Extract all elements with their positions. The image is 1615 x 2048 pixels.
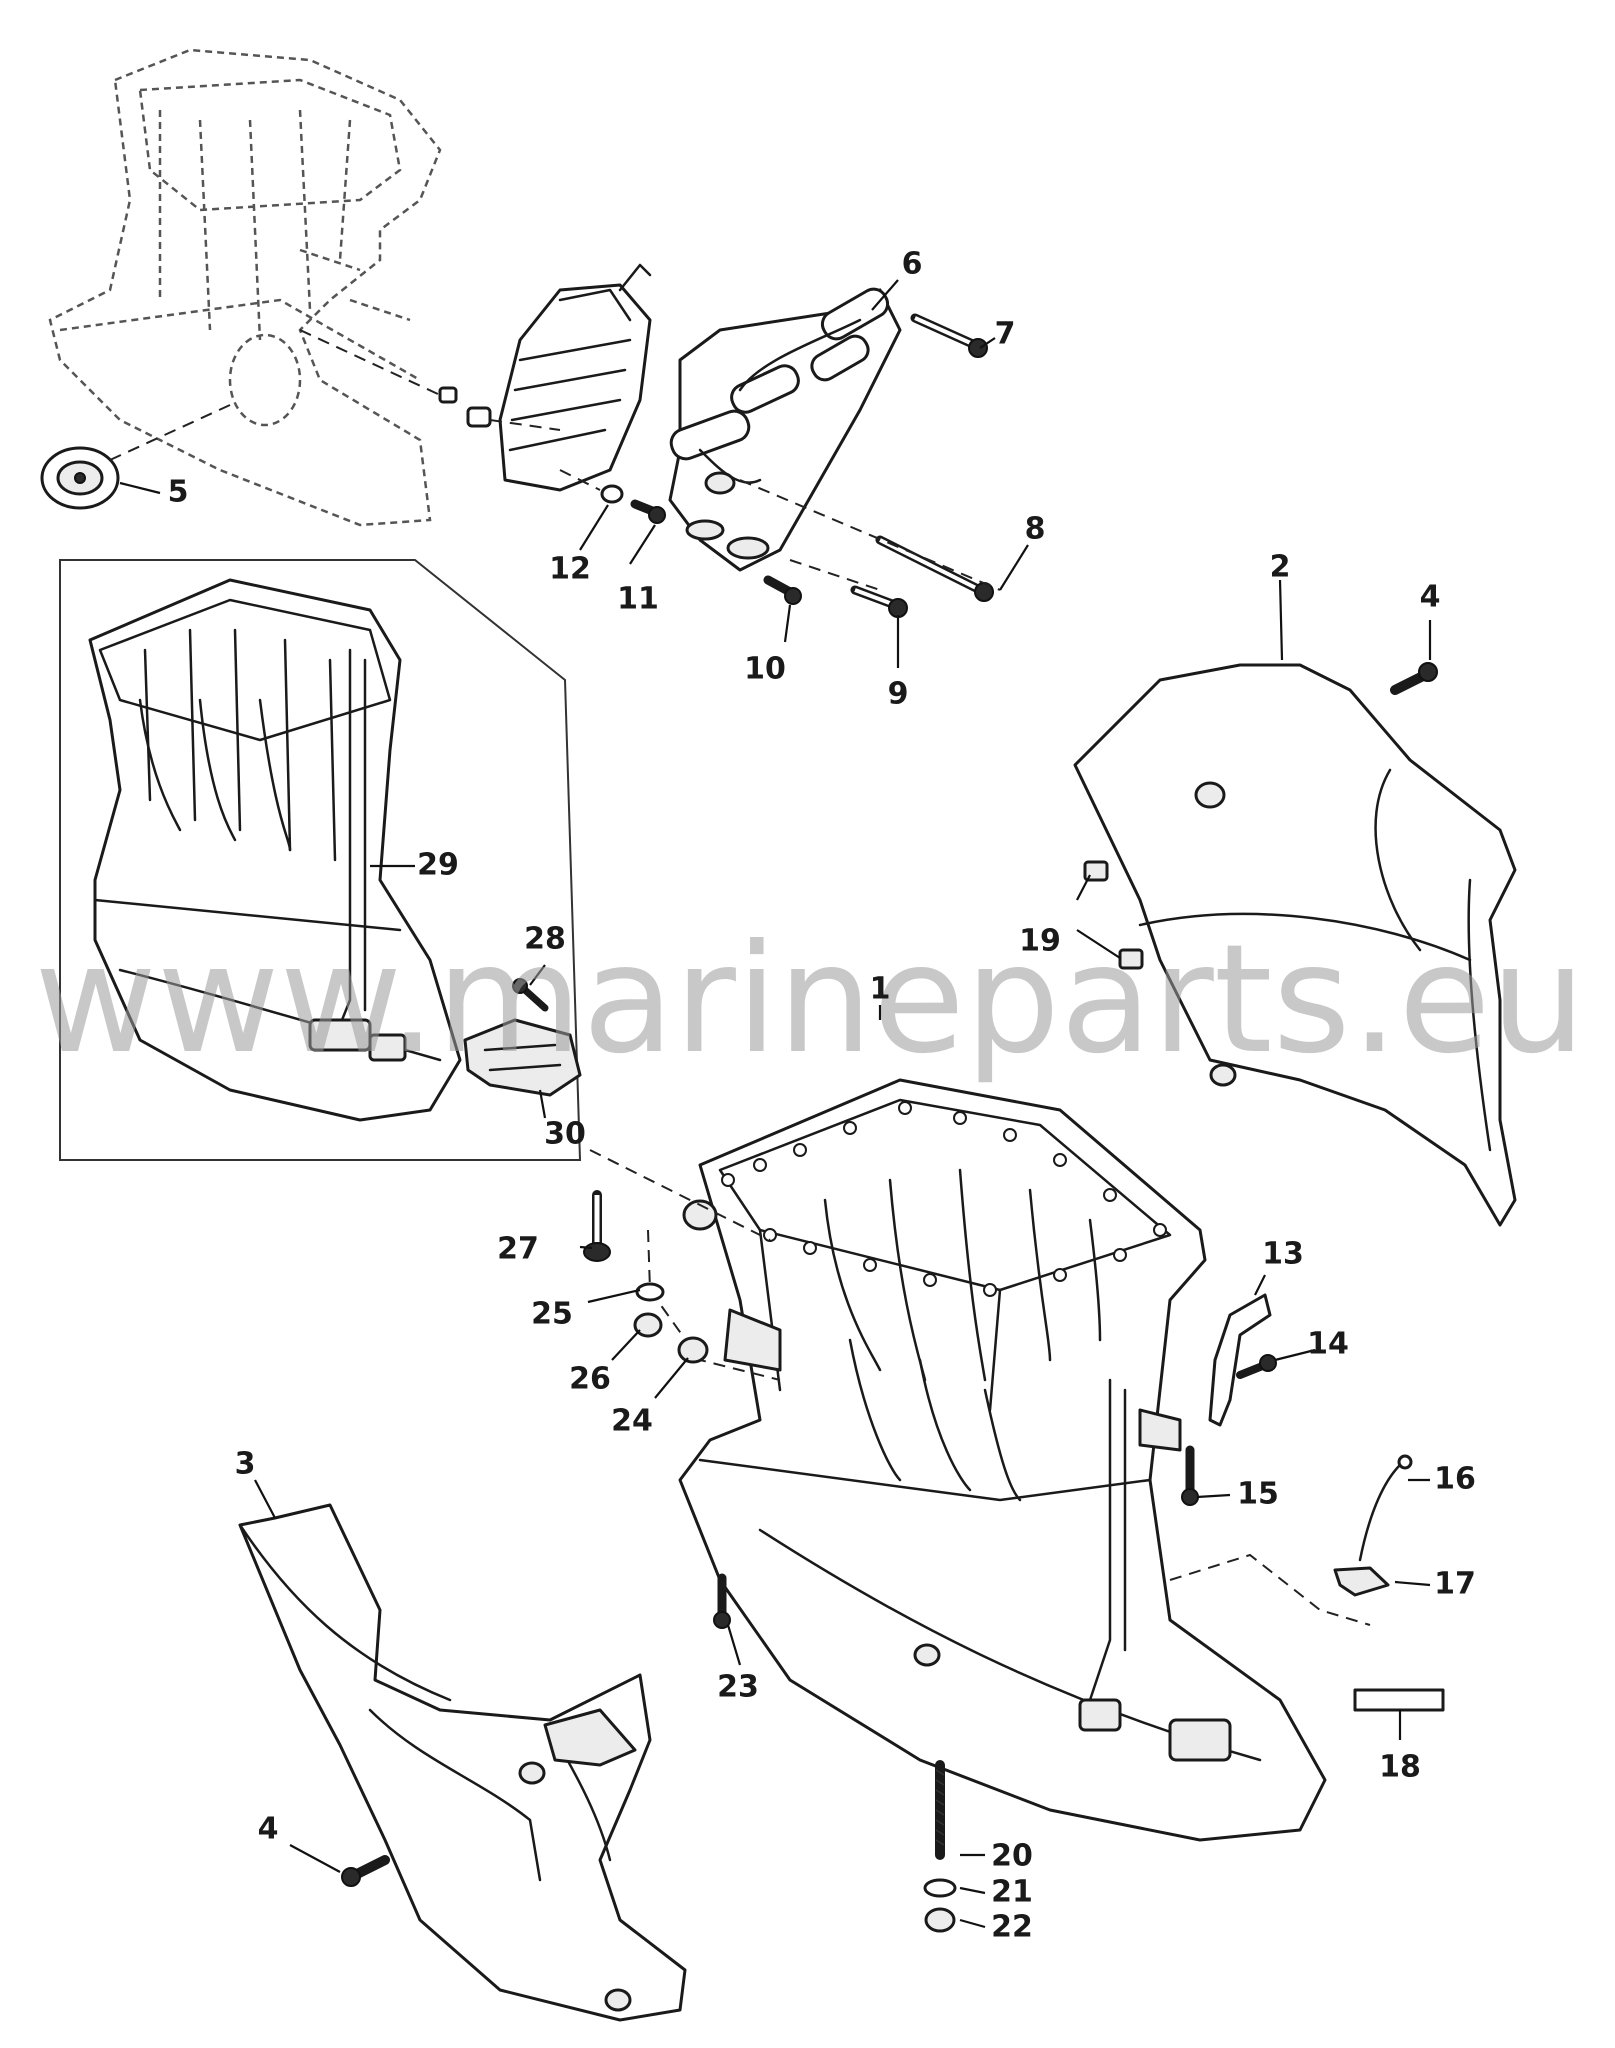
flange-hole: [953, 1111, 967, 1125]
callout-15: 15: [1237, 1477, 1279, 1512]
callout-16: 16: [1434, 1462, 1476, 1497]
part-20-stud[interactable]: [935, 1760, 945, 1860]
callout-27: 27: [497, 1232, 539, 1267]
callout-22: 22: [991, 1910, 1033, 1945]
part-3-side-cover[interactable]: [238, 1503, 687, 2022]
part-12-washer[interactable]: [600, 484, 624, 504]
flange-hole: [721, 1173, 735, 1187]
part-11-bolt[interactable]: [630, 499, 666, 524]
flange-hole: [763, 1228, 777, 1242]
flange-hole: [803, 1241, 817, 1255]
part-14-screw[interactable]: [1236, 1354, 1277, 1379]
callouts: 1 2 3 4 4 5 6 7 8 9 10 11 12 13 14 15 16…: [168, 247, 1476, 1945]
part-2-side-cover[interactable]: [1073, 663, 1517, 1227]
part-29-inset-housing[interactable]: [88, 578, 462, 1122]
flange-hole: [1153, 1223, 1167, 1237]
callout-21: 21: [991, 1875, 1033, 1910]
callout-30: 30: [544, 1117, 586, 1152]
flange-hole: [1113, 1248, 1127, 1262]
part-26-nut[interactable]: [633, 1312, 663, 1338]
main-housing-holes: [721, 1101, 1167, 1297]
callout-5: 5: [168, 475, 189, 510]
flange-hole: [1003, 1128, 1017, 1142]
callout-4a: 4: [1420, 580, 1441, 615]
part-7-bolt[interactable]: [910, 313, 988, 358]
callout-19: 19: [1019, 924, 1061, 959]
part-13-bracket[interactable]: [1208, 1293, 1272, 1427]
part-22-nut[interactable]: [924, 1907, 956, 1933]
callout-7: 7: [995, 317, 1016, 352]
part-9-bolt[interactable]: [850, 585, 908, 618]
callout-28: 28: [524, 922, 566, 957]
part-28-screw[interactable]: [512, 978, 549, 1012]
part-15-bolt[interactable]: [1181, 1445, 1199, 1506]
small-fittings: [438, 386, 492, 428]
callout-17: 17: [1434, 1567, 1476, 1602]
exhaust-adapter-part[interactable]: [498, 263, 652, 492]
callout-18: 18: [1379, 1750, 1421, 1785]
callout-9: 9: [888, 677, 909, 712]
callout-23: 23: [717, 1670, 759, 1705]
callout-26: 26: [569, 1362, 611, 1397]
callout-12: 12: [549, 552, 591, 587]
callout-25: 25: [531, 1297, 573, 1332]
callout-10: 10: [744, 652, 786, 687]
flange-hole: [1053, 1268, 1067, 1282]
flange-hole: [923, 1273, 937, 1287]
callout-29: 29: [417, 848, 459, 883]
part-5-plug[interactable]: [40, 446, 120, 510]
part-30-anode[interactable]: [463, 1018, 582, 1097]
part-24-grommet[interactable]: [677, 1336, 709, 1364]
callout-24: 24: [611, 1404, 653, 1439]
watermark-text: www.marineparts.eu: [34, 913, 1586, 1087]
part-4-screw-lower[interactable]: [341, 1855, 390, 1887]
part-27-bolt[interactable]: [583, 1190, 611, 1262]
part-21-washer[interactable]: [923, 1878, 957, 1898]
callout-1: 1: [870, 972, 891, 1007]
flange-hole: [1053, 1153, 1067, 1167]
callout-3: 3: [235, 1447, 256, 1482]
callout-13: 13: [1262, 1237, 1304, 1272]
flange-hole: [753, 1158, 767, 1172]
callout-4b: 4: [258, 1812, 279, 1847]
flange-hole: [898, 1101, 912, 1115]
part-10-bolt[interactable]: [763, 575, 802, 605]
inset-detail-box: [59, 559, 582, 1161]
part-4-screw-upper[interactable]: [1390, 662, 1438, 695]
callout-8: 8: [1025, 512, 1046, 547]
callout-20: 20: [991, 1839, 1033, 1874]
flange-hole: [843, 1121, 857, 1135]
ghost-driveshaft-housing: [48, 48, 442, 527]
part-1-driveshaft-housing[interactable]: [678, 1078, 1327, 1842]
part-8-bolt[interactable]: [875, 535, 994, 602]
part-17-clip[interactable]: [1333, 1566, 1390, 1597]
flange-hole: [863, 1258, 877, 1272]
flange-hole: [793, 1143, 807, 1157]
part-16-ground-wire[interactable]: [1358, 1454, 1413, 1562]
part-23-bolt[interactable]: [713, 1573, 731, 1629]
callout-2: 2: [1270, 550, 1291, 585]
callout-6: 6: [902, 247, 923, 282]
flange-hole: [983, 1283, 997, 1297]
part-18-decal[interactable]: [1353, 1688, 1445, 1712]
callout-11: 11: [617, 582, 659, 617]
leader-lines: [119, 279, 1432, 1929]
part-6-tube-assembly[interactable]: [667, 284, 902, 572]
callout-14: 14: [1307, 1327, 1349, 1362]
flange-hole: [1103, 1188, 1117, 1202]
part-25-washer[interactable]: [635, 1282, 665, 1302]
